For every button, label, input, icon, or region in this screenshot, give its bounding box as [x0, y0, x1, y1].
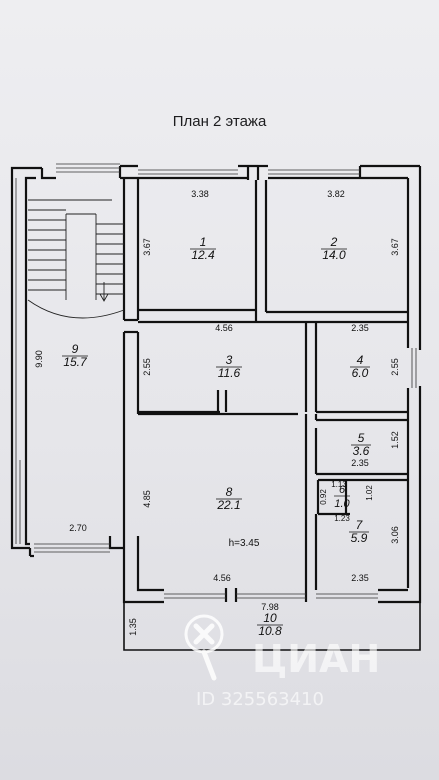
- dim-room5-width: 2.35: [351, 458, 369, 468]
- dim-room8-height: 4.85: [142, 490, 152, 508]
- dim-room8-width: 4.56: [213, 573, 231, 583]
- room-number-8: 8: [226, 485, 233, 499]
- ceiling-height-label: h=3.45: [229, 538, 260, 549]
- dim-room6-height-right: 1.02: [365, 485, 374, 501]
- dim-room7-width: 2.35: [351, 573, 369, 583]
- room-number-4: 4: [357, 353, 364, 367]
- dim-room2-width: 3.82: [327, 189, 345, 199]
- dim-room6-width-top: 1.13: [331, 480, 347, 489]
- dim-room6-height: 0.92: [319, 489, 328, 505]
- dim-balcony-width: 7.98: [261, 602, 279, 612]
- cian-logo-icon: [184, 614, 224, 681]
- dim-room5-height: 1.52: [390, 431, 400, 449]
- room-number-3: 3: [226, 353, 233, 367]
- room-number-1: 1: [200, 235, 207, 249]
- room-area-4: 6.0: [352, 366, 369, 380]
- dim-room2-height: 3.67: [390, 238, 400, 256]
- staircase: [27, 199, 125, 319]
- room-area-7: 5.9: [351, 531, 368, 545]
- windows: [15, 163, 417, 599]
- room-number-2: 2: [330, 235, 338, 249]
- outer-wall-left: [10, 166, 42, 550]
- dim-balcony-depth: 1.35: [128, 618, 138, 636]
- room-area-10: 10.8: [258, 624, 282, 638]
- room-area-9: 15.7: [63, 355, 88, 369]
- room-number-9: 9: [72, 342, 79, 356]
- dim-room6-width-bottom: 1.23: [334, 514, 350, 523]
- dim-room4-width: 2.35: [351, 323, 369, 333]
- dim-room7-height: 3.06: [390, 526, 400, 544]
- room-number-7: 7: [356, 518, 364, 532]
- room-area-2: 14.0: [322, 248, 346, 262]
- balcony-outline: [123, 602, 421, 651]
- room-area-5: 3.6: [353, 444, 370, 458]
- dim-room9-width: 2.70: [69, 523, 87, 533]
- plan-title: План 2 этажа: [172, 113, 267, 130]
- room-area-6: 1.0: [334, 498, 350, 510]
- dimension-labels: 3.38 3.67 3.82 3.67 4.56 2.55 2.35 2.55 …: [34, 189, 400, 636]
- room-area-3: 11.6: [218, 366, 241, 380]
- cian-listing-id: ID 325563410: [196, 689, 324, 710]
- cian-watermark: ЦИАН ID 325563410: [184, 614, 380, 710]
- dim-room1-width: 3.38: [191, 189, 209, 199]
- dim-room3-width: 4.56: [215, 323, 233, 333]
- dim-room1-height: 3.67: [142, 238, 152, 256]
- room-area-8: 22.1: [216, 498, 240, 512]
- room-labels: 1 12.4 2 14.0 3 11.6 4 6.0 5 3.6 6 1.0 7…: [62, 235, 371, 638]
- cian-brand-text: ЦИАН: [252, 637, 380, 681]
- room-area-1: 12.4: [191, 248, 215, 262]
- dim-room4-height: 2.55: [390, 358, 400, 376]
- outer-wall-top: [40, 168, 56, 180]
- dim-room3-height: 2.55: [142, 358, 152, 376]
- room-number-10: 10: [263, 611, 277, 625]
- outer-wall-left-inner: [24, 176, 36, 546]
- dim-room9-height: 9.90: [34, 350, 44, 368]
- room-number-6: 6: [339, 484, 346, 496]
- walls: [10, 164, 422, 604]
- room-number-5: 5: [358, 431, 365, 445]
